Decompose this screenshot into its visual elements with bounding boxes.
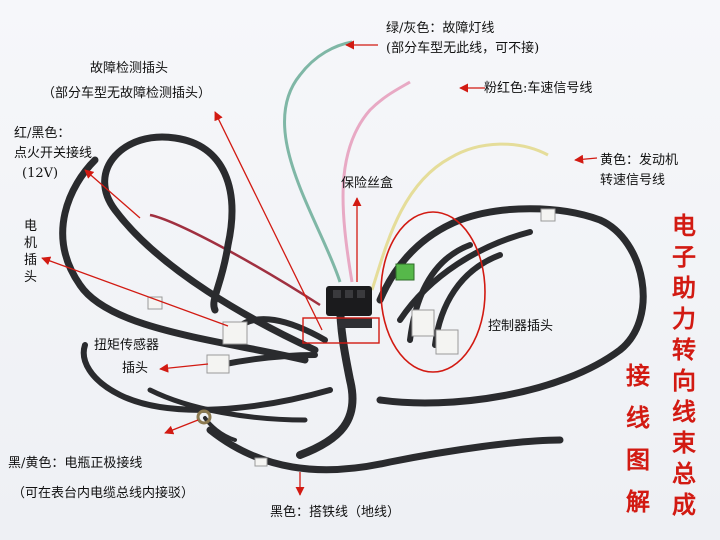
controller-connector-a [411, 309, 435, 337]
arrow-motor [41, 256, 229, 327]
harness-left-loop [101, 133, 319, 354]
motor-connector [222, 321, 248, 345]
pink-wire [341, 80, 411, 283]
fuse-box-label: 保险丝盒 [341, 176, 394, 191]
diag-plug-note: （部分车型无故障检测插头） [42, 86, 212, 101]
controller-plug-label: 控制器插头 [488, 319, 554, 334]
ground-label: 黑色：搭铁线（地线） [270, 505, 401, 520]
yellow-wire [370, 142, 549, 291]
torque-sensor-label: 扭矩传感器 [94, 338, 160, 353]
harness-battery-lead [147, 387, 308, 423]
battery-note: （可在表台内电缆总线内接驳） [12, 486, 195, 501]
arrow-torque [159, 363, 209, 373]
ignition-voltage: (12V) [22, 166, 59, 181]
engine-signal-label-2: 转速信号线 [600, 173, 666, 188]
controller-highlight-ellipse [380, 211, 486, 373]
ignition-label-2: 点火开关接线 [14, 146, 93, 161]
arrow-ignition [84, 169, 141, 219]
harness-tag-right [540, 208, 556, 222]
harness-bottom [206, 426, 564, 474]
speed-signal-label: 粉红色:车速信号线 [484, 81, 593, 96]
main-title: 电子助力转向线束总成 [672, 211, 696, 519]
harness-battery-to-ring [203, 416, 237, 442]
ignition-label: 红/黑色： [14, 126, 71, 141]
harness-main-trunk [296, 296, 357, 459]
engine-signal-label: 黄色：发动机 [600, 153, 679, 168]
green-gray-wire [282, 40, 353, 283]
motor-plug-label: 电机插头 [24, 219, 38, 285]
arrow-battery [164, 419, 199, 435]
fault-light-note: (部分车型无此线，可不接) [386, 41, 540, 56]
red-black-wire [149, 213, 321, 307]
harness-lower-left [80, 342, 333, 413]
diag-plug-label: 故障检测插头 [90, 61, 169, 76]
fault-light-label: 绿/灰色：故障灯线 [386, 21, 495, 36]
harness-right-inner [397, 229, 533, 323]
harness-right-loop [376, 205, 647, 407]
battery-ring-terminal [196, 409, 212, 425]
battery-label: 黑/黄色：电瓶正极接线 [8, 456, 143, 471]
harness-tag-bottom [254, 457, 268, 467]
sub-title: 接线图解 [626, 361, 650, 516]
fuse-highlight-rect [302, 317, 380, 344]
controller-connector-b [435, 329, 459, 355]
fuse-box-component [326, 286, 372, 328]
torque-sensor-label-2: 插头 [122, 361, 149, 376]
torque-connector [206, 354, 230, 374]
arrow-diag [214, 111, 323, 331]
arrow-engine-signal [574, 154, 598, 164]
green-connector [395, 263, 415, 281]
